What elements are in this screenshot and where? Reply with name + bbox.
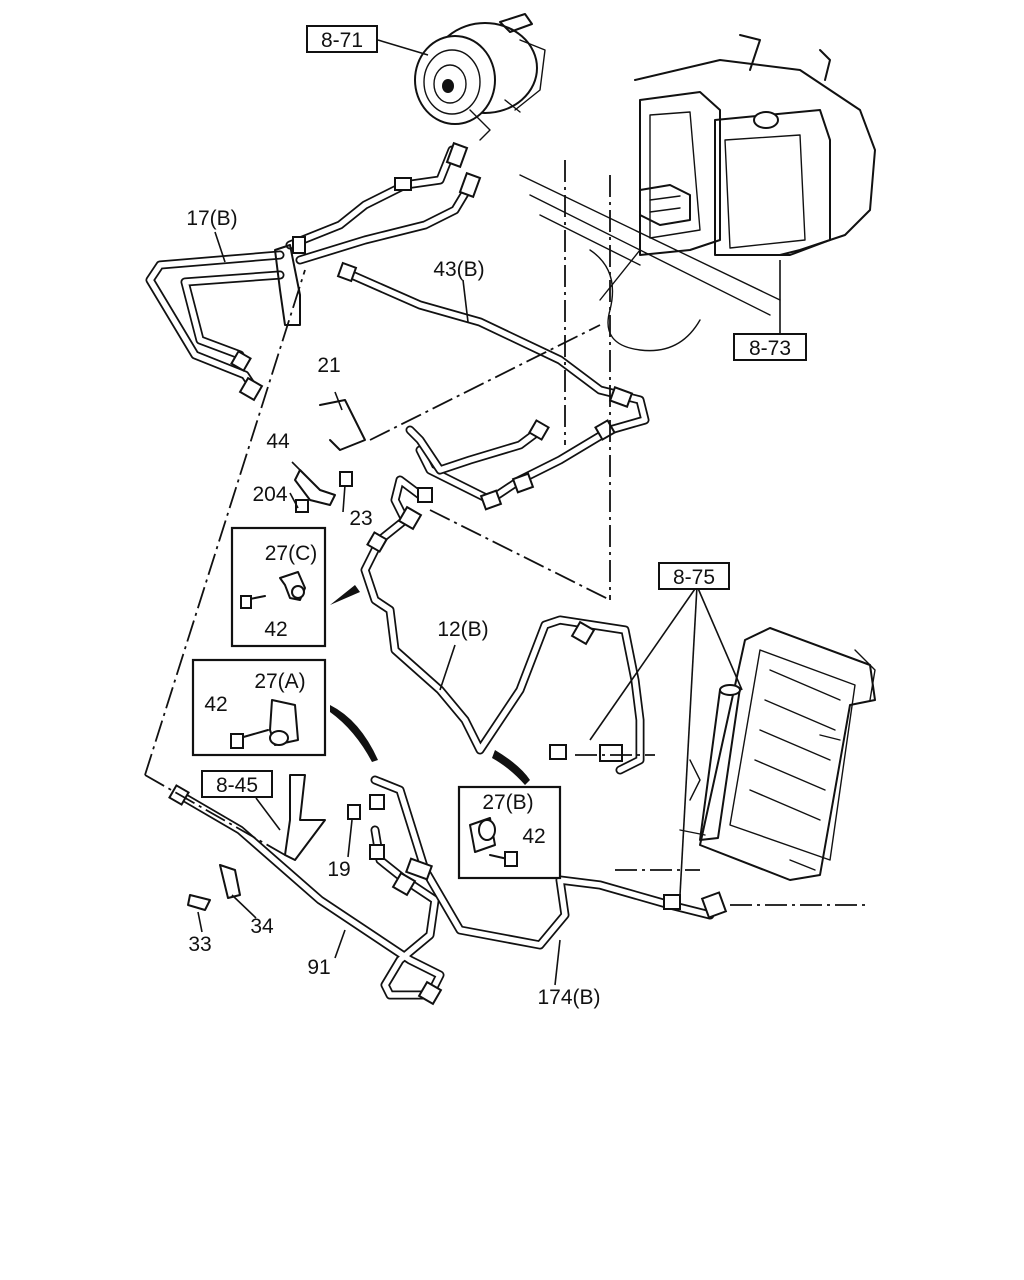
label-204: 204 [252,483,287,506]
pointer-wedges [330,585,530,785]
label-12b: 12(B) [437,618,488,641]
label-42-a: 42 [204,693,227,716]
label-34: 34 [250,915,274,938]
label-91: 91 [307,956,330,979]
part-labels: 17(B) 43(B) 21 44 204 23 12(B) 19 34 33 … [186,207,600,1009]
ref-8-73-label: 8-73 [749,337,791,360]
ref-8-45-label: 8-45 [216,774,258,797]
label-174b: 174(B) [537,986,600,1009]
ref-8-45: 8-45 [201,770,273,798]
label-17b: 17(B) [186,207,237,230]
fittings [168,141,728,1006]
ref-8-71: 8-71 [306,25,378,53]
condenser [679,627,876,881]
ref-8-75-label: 8-75 [673,566,715,589]
inset-27b: 27(B) 42 [457,785,562,880]
label-21: 21 [317,354,340,377]
label-19: 19 [327,858,350,881]
label-leaders [197,39,781,986]
ref-8-75: 8-75 [658,562,730,590]
hvac-unit [599,34,876,301]
ref-8-73: 8-73 [733,333,807,361]
label-42-c: 42 [264,618,287,641]
label-27b: 27(B) [482,791,533,814]
label-27a: 27(A) [254,670,305,693]
label-42-b: 42 [522,825,545,848]
compressor [414,13,546,141]
label-27c: 27(C) [265,542,318,565]
ref-8-71-label: 8-71 [321,29,363,52]
label-43b: 43(B) [433,258,484,281]
label-33: 33 [188,933,211,956]
label-44: 44 [266,430,290,453]
label-23: 23 [349,507,372,530]
bulkhead-lines [519,174,781,352]
leader-lines [144,160,865,906]
inset-27c: 27(C) 42 [230,526,327,648]
inset-27a: 27(A) 42 [191,658,327,757]
brackets [187,244,366,911]
